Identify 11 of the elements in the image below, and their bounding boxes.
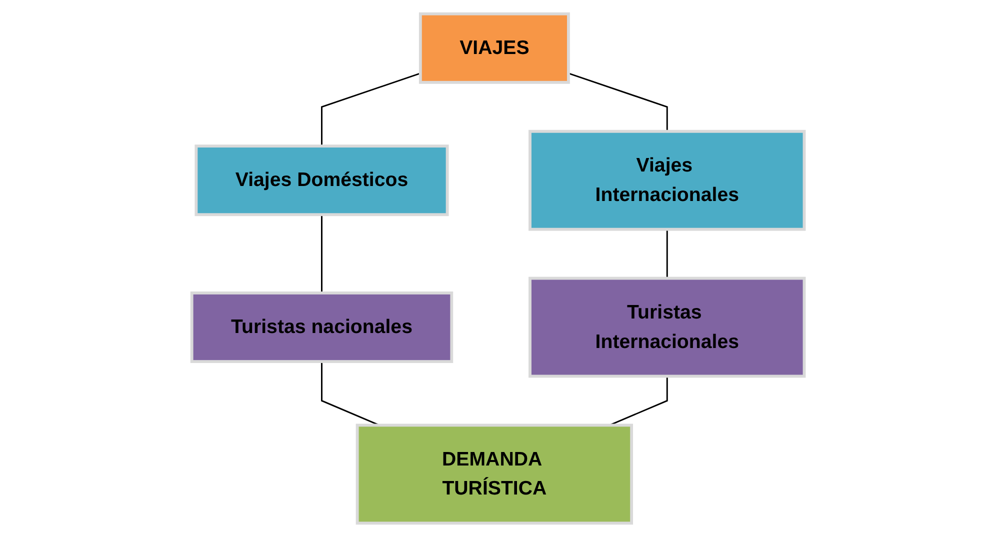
connector	[568, 72, 668, 132]
node-box: Turistas Internacionales	[529, 276, 806, 378]
connector	[321, 72, 422, 146]
connector	[321, 214, 323, 293]
node-box: VIAJES	[419, 12, 570, 84]
node-box: Turistas nacionales	[190, 292, 454, 364]
node-box: Viajes Internacionales	[529, 130, 806, 231]
connector	[610, 376, 668, 426]
node-box: DEMANDA TURÍSTICA	[356, 424, 634, 525]
connector	[666, 229, 668, 278]
node-box: Viajes Domésticos	[195, 144, 450, 216]
